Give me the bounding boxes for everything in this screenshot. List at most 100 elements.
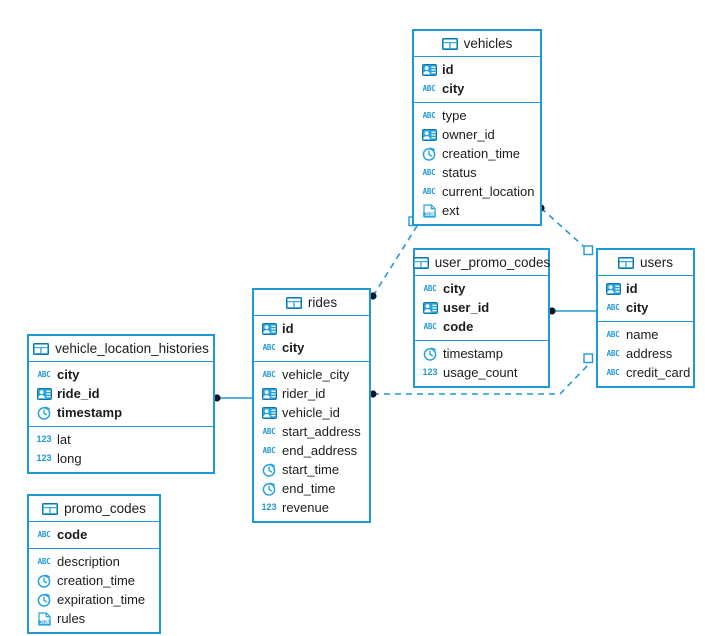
column-name: rider_id [282,386,326,401]
relationship-rides-to-vehicles[interactable] [369,216,419,300]
column-row[interactable]: ride_id [29,384,213,403]
clock-icon [36,406,52,420]
clock-icon [261,482,277,496]
column-name: id [626,281,638,296]
column-name: city [57,367,80,382]
column-name: credit_card [626,365,691,380]
column-row[interactable]: timestamp [415,344,548,363]
column-row[interactable]: vehicle_id [254,403,369,422]
column-row[interactable]: id [414,60,540,79]
abc-text-icon: ABC [423,283,437,293]
key-person-icon [36,387,52,401]
table-header-vehicle_location_histories[interactable]: vehicle_location_histories [29,336,213,362]
column-name: id [442,62,454,77]
clock-icon [421,147,437,161]
table-header-promo_codes[interactable]: promo_codes [29,496,159,522]
column-name: code [443,319,474,334]
table-name: users [639,255,673,270]
column-name: start_time [282,462,340,477]
abc-text-icon: ABC [262,445,276,455]
column-name: end_address [282,443,358,458]
abc-text-icon: ABC [606,302,620,312]
key-person-icon [421,128,437,142]
key-person-icon [422,301,438,315]
column-name: code [57,527,88,542]
column-row[interactable]: owner_id [414,125,540,144]
key-person-icon [261,322,277,336]
column-name: creation_time [442,146,521,161]
clock-icon [422,347,438,361]
table-header-vehicles[interactable]: vehicles [414,31,540,57]
table-name: rides [307,295,338,310]
table-header-users[interactable]: users [598,250,693,276]
123-number-icon: 123 [36,434,52,444]
relationship-users-to-vehicles[interactable] [537,204,594,256]
relationship-user-promo-codes-to-users[interactable] [548,307,596,315]
abc-text-icon: ABC [262,342,276,352]
one-endpoint-square [583,245,594,256]
table-grid-icon [42,502,59,516]
relationship-vehicle-location-histories-to-rides[interactable] [213,394,252,402]
column-name: revenue [282,500,329,515]
column-row[interactable]: timestamp [29,403,213,422]
column-name: ride_id [57,386,100,401]
table-grid-icon [285,296,302,310]
column-row[interactable]: expiration_time [29,590,159,609]
column-row[interactable]: end_time [254,479,369,498]
table-header-rides[interactable]: rides [254,290,369,316]
column-row[interactable]: id [598,279,693,298]
table-header-user_promo_codes[interactable]: user_promo_codes [412,250,551,276]
column-row[interactable]: id [254,319,369,338]
column-name: start_address [282,424,361,439]
table-grid-icon [617,256,634,270]
column-row[interactable]: user_id [415,298,548,317]
column-name: user_id [443,300,490,315]
column-row[interactable]: creation_time [29,571,159,590]
clock-icon [36,593,52,607]
column-row[interactable]: rider_id [254,384,369,403]
abc-text-icon: ABC [422,110,436,120]
key-person-icon [261,406,277,420]
column-row[interactable]: creation_time [414,144,540,163]
column-name: long [57,451,82,466]
table-name: user_promo_codes [434,255,551,270]
column-row[interactable]: ABC end_address [254,441,369,460]
column-row[interactable]: start_time [254,460,369,479]
column-name: timestamp [57,405,123,420]
